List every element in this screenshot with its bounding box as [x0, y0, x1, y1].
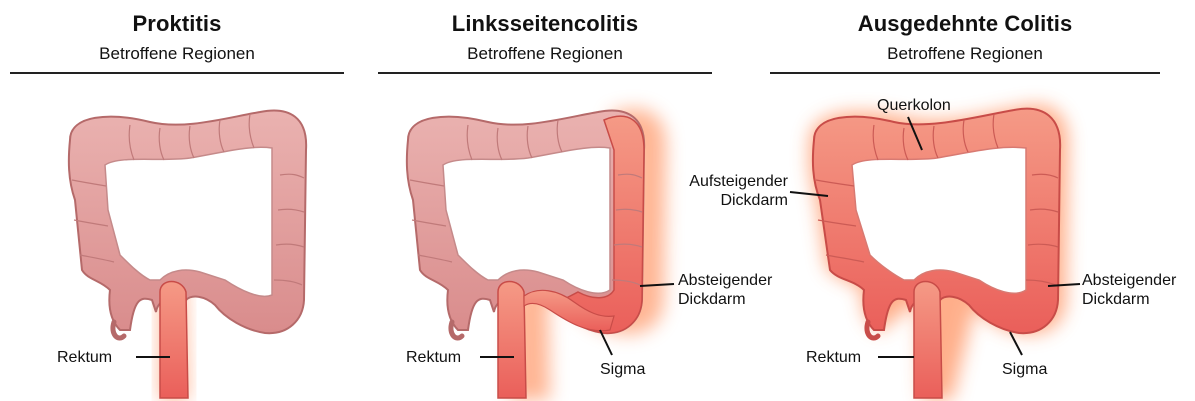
- label-descending-colon: Absteigender Dickdarm: [678, 271, 772, 309]
- label-rectum: Rektum: [57, 348, 112, 367]
- label-ascending-colon: Aufsteigender Dickdarm: [672, 172, 788, 210]
- rectum-segment: [914, 282, 942, 399]
- label-transverse-colon: Querkolon: [877, 96, 951, 115]
- rectum-segment: [160, 282, 188, 399]
- colon-illustration: [10, 0, 344, 401]
- colon-illustration: [770, 0, 1195, 401]
- label-rectum: Rektum: [806, 348, 861, 367]
- label-sigma: Sigma: [600, 360, 645, 379]
- label-descending-colon: Absteigender Dickdarm: [1082, 271, 1176, 309]
- panel-proctitis: Proktitis Betroffene Regionen: [10, 0, 344, 401]
- panel-extensive-colitis: Ausgedehnte Colitis Betroffene Regionen: [770, 0, 1195, 401]
- rectum-segment: [498, 282, 526, 399]
- label-rectum: Rektum: [406, 348, 461, 367]
- colon-illustration: [378, 0, 712, 401]
- leader-line-sigma: [1010, 332, 1022, 355]
- panel-left-sided-colitis: Linksseitencolitis Betroffene Regionen: [378, 0, 712, 401]
- label-sigma: Sigma: [1002, 360, 1047, 379]
